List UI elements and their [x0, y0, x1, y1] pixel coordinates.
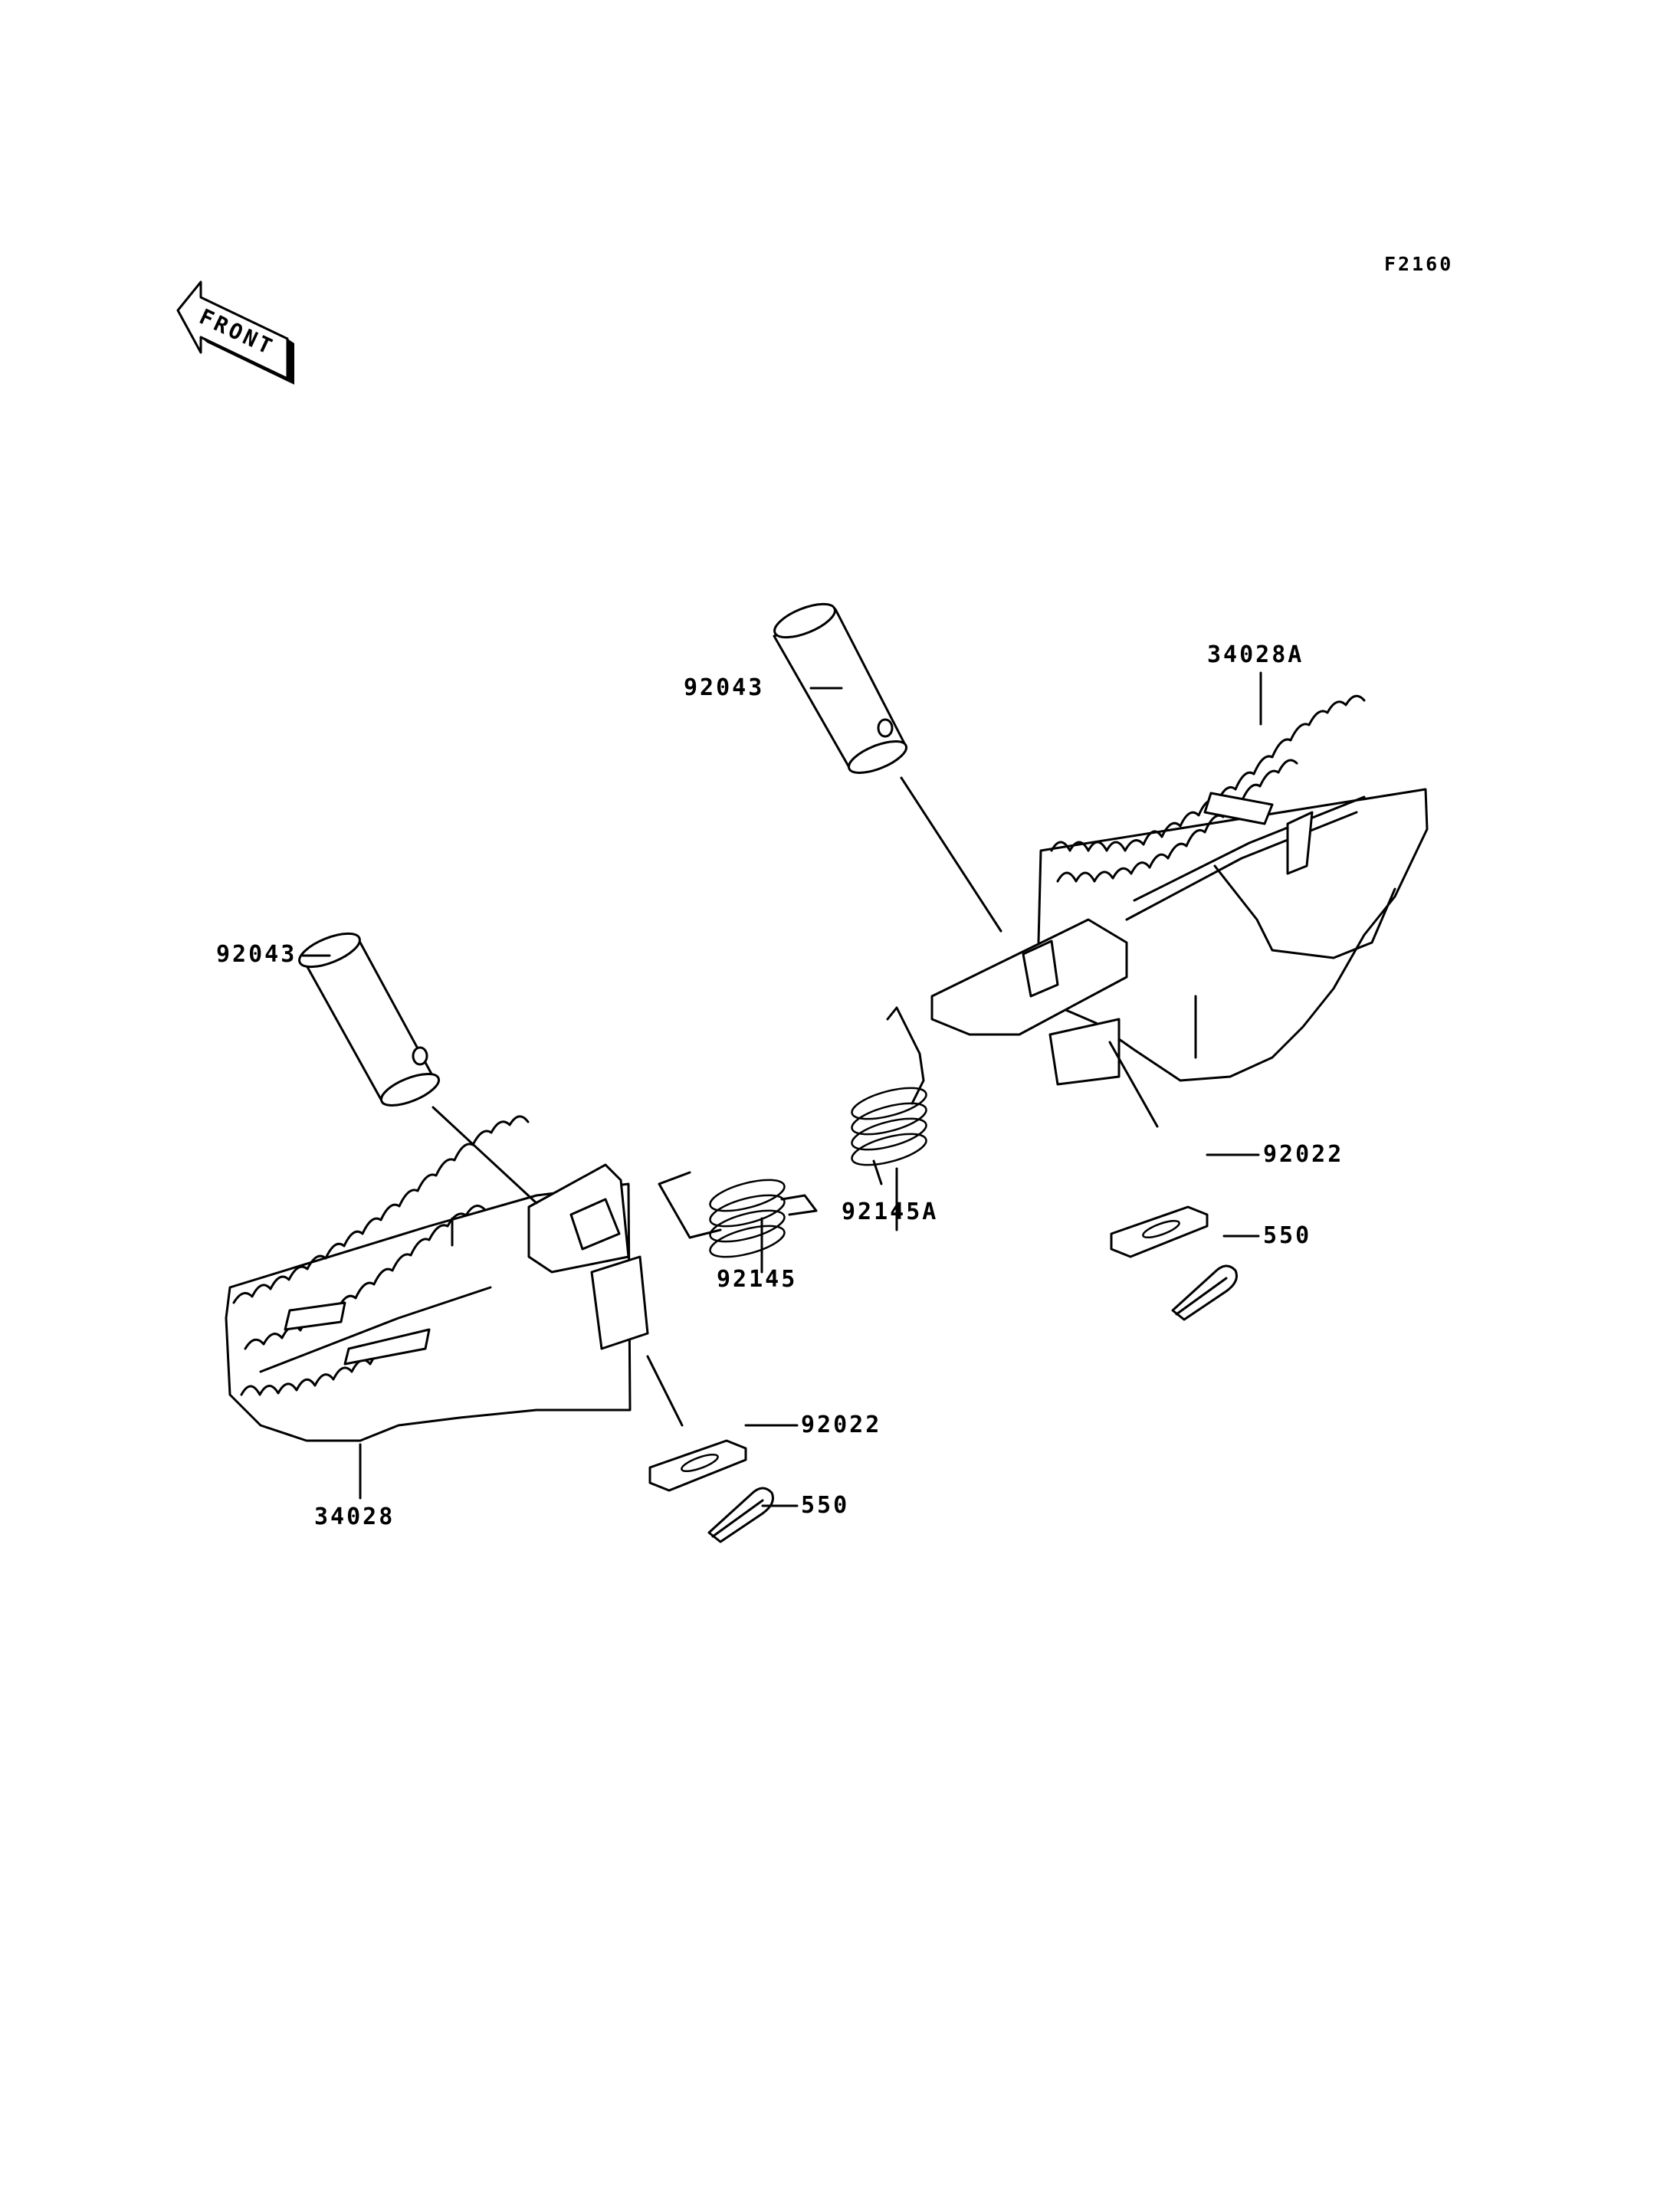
cotter-pin-right — [1171, 1264, 1238, 1321]
footpeg-left — [225, 1115, 649, 1442]
label-pin-lower: 92043 — [216, 941, 297, 968]
spring-left — [658, 1171, 818, 1258]
cotter-pin-left — [707, 1487, 774, 1543]
leader-lines — [301, 671, 1262, 1507]
label-cotter-pin-right: 550 — [1263, 1222, 1312, 1249]
label-cotter-pin-left: 550 — [801, 1492, 850, 1519]
washer-left — [648, 1439, 747, 1492]
spring-right — [851, 1006, 927, 1185]
washer-right — [1110, 1205, 1209, 1258]
label-washer-right: 92022 — [1263, 1141, 1344, 1168]
pin-upper — [773, 602, 908, 774]
label-footpeg-right: 34028A — [1207, 641, 1304, 668]
label-footpeg-left: 34028 — [314, 1503, 395, 1530]
front-arrow-icon: FRONT — [176, 280, 294, 385]
label-pin-upper: 92043 — [684, 674, 765, 701]
figure-code: F2160 — [1384, 253, 1454, 275]
pin-lower — [298, 932, 441, 1107]
label-spring-left: 92145 — [717, 1266, 798, 1293]
label-spring-right: 92145A — [842, 1199, 939, 1225]
label-washer-left: 92022 — [801, 1412, 882, 1438]
footpeg-right — [930, 694, 1429, 1086]
